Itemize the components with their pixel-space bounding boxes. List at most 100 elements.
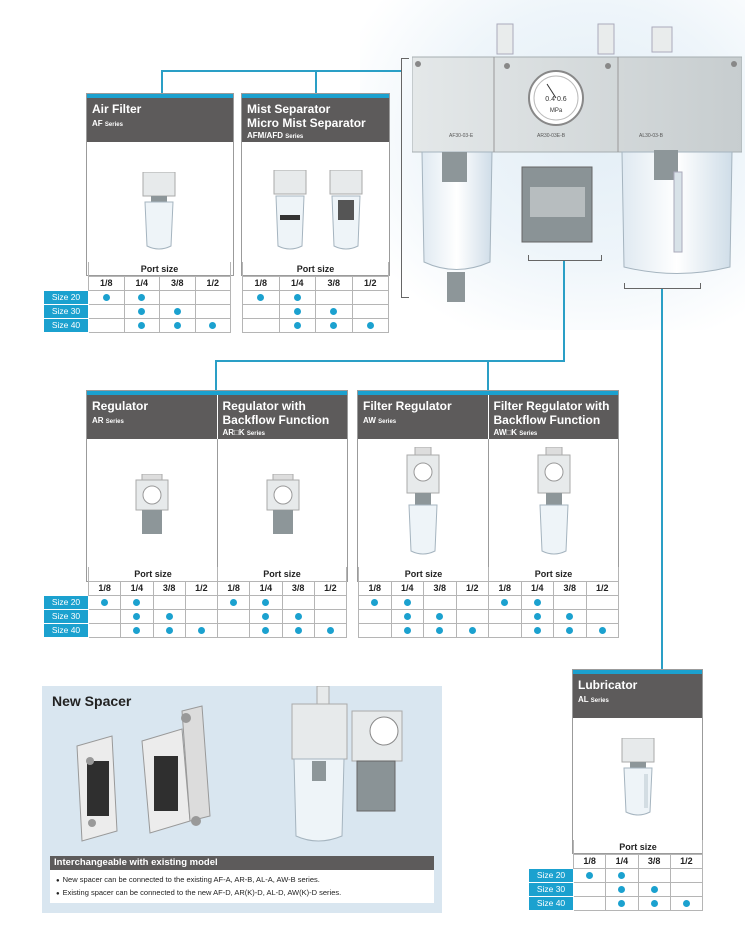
port-cell xyxy=(242,317,280,333)
bracket-line xyxy=(401,58,402,298)
port-cell xyxy=(520,594,554,610)
port-cell xyxy=(637,867,671,883)
port-cell xyxy=(488,594,522,610)
port-cell xyxy=(455,594,489,610)
availability-dot xyxy=(262,613,270,621)
port-header: 3/8 xyxy=(315,275,353,291)
port-cell xyxy=(315,289,353,305)
port-header: 3/8 xyxy=(637,853,671,869)
panel-title: Filter Regulator xyxy=(363,399,452,413)
series-code: AF xyxy=(92,119,103,128)
port-cell xyxy=(585,622,619,638)
panel-title-line1: Regulator with xyxy=(222,399,306,413)
panel-title-line2: Micro Mist Separator xyxy=(247,116,366,130)
port-size-label: Port size xyxy=(573,840,703,855)
svg-text:0.4 0.6: 0.4 0.6 xyxy=(545,96,567,103)
port-cell xyxy=(88,289,125,305)
port-header: 1/8 xyxy=(88,275,125,291)
series-code: AR□K xyxy=(222,428,245,437)
port-cell xyxy=(605,895,639,911)
series-code: AW xyxy=(363,416,376,425)
port-cell xyxy=(184,622,219,638)
air-filter-port-table: Port size 1/8 1/4 3/8 1/2 Size 20 Size 3… xyxy=(43,262,231,333)
connector-line xyxy=(215,360,217,392)
port-cell xyxy=(553,594,587,610)
availability-dot xyxy=(102,294,110,302)
series-word: Series xyxy=(104,122,123,128)
port-header: 1/2 xyxy=(585,580,619,596)
spacer-assembly-image xyxy=(291,686,403,842)
mist-separator-header: Mist Separator Micro Mist Separator AFM/… xyxy=(242,98,389,142)
port-cell xyxy=(572,881,607,897)
port-cell xyxy=(553,608,587,624)
series-word: Series xyxy=(285,134,304,140)
connector-line xyxy=(661,289,663,671)
port-cell xyxy=(88,303,125,319)
table-row xyxy=(358,594,619,610)
port-cell xyxy=(159,317,196,333)
port-header: 3/8 xyxy=(281,580,315,596)
port-cell xyxy=(87,622,122,638)
series-code: AFM/AFD xyxy=(247,131,283,140)
port-cell xyxy=(123,317,160,333)
port-cell xyxy=(669,867,704,883)
port-size-label: Port size xyxy=(488,567,619,582)
availability-dot xyxy=(618,872,626,880)
size-label: Size 40 xyxy=(43,622,89,638)
availability-dot xyxy=(566,627,574,635)
availability-dot xyxy=(173,308,181,316)
port-cell xyxy=(242,289,280,305)
port-header: 3/8 xyxy=(152,580,186,596)
availability-dot xyxy=(326,627,334,635)
availability-dot xyxy=(257,294,265,302)
port-cell xyxy=(120,594,154,610)
port-cell xyxy=(184,608,219,624)
port-header: 1/2 xyxy=(351,275,389,291)
series-word: Series xyxy=(590,698,609,704)
availability-dot xyxy=(533,627,541,635)
port-cell xyxy=(423,594,457,610)
availability-dot xyxy=(682,900,690,908)
port-cell xyxy=(281,622,315,638)
table-row: Size 40 xyxy=(528,895,704,911)
port-cell xyxy=(278,317,316,333)
mist-separator-image xyxy=(242,142,389,275)
bracket-line xyxy=(401,58,409,59)
port-header: 1/4 xyxy=(278,275,316,291)
port-size-label: Port size xyxy=(88,567,218,582)
port-cell xyxy=(152,608,186,624)
availability-dot xyxy=(371,599,379,607)
new-spacer-section: New Spacer Interchangeable with existing… xyxy=(42,686,442,913)
port-cell xyxy=(120,608,154,624)
spacer-title: New Spacer xyxy=(52,693,132,709)
port-header: 1/4 xyxy=(520,580,554,596)
regulator-backflow-header: Regulator with Backflow Function AR□K Se… xyxy=(216,395,348,439)
series-word: Series xyxy=(105,419,124,425)
size-label: Size 40 xyxy=(528,895,574,911)
svg-text:MPa: MPa xyxy=(550,108,563,114)
regulator-header: Regulator AR Series xyxy=(87,395,217,439)
series-word: Series xyxy=(246,431,265,437)
availability-dot xyxy=(165,613,173,621)
port-header: 1/8 xyxy=(216,580,251,596)
regulator-image xyxy=(87,439,217,581)
port-cell xyxy=(315,317,353,333)
port-cell xyxy=(194,289,231,305)
availability-dot xyxy=(533,599,541,607)
spacer-note-item: New spacer can be connected to the exist… xyxy=(56,874,428,887)
port-cell xyxy=(358,608,392,624)
port-cell xyxy=(351,303,389,319)
availability-dot xyxy=(468,627,476,635)
port-cell xyxy=(358,622,392,638)
port-cell xyxy=(313,608,348,624)
availability-dot xyxy=(436,613,444,621)
port-header: 1/8 xyxy=(572,853,607,869)
bracket-line xyxy=(528,260,602,261)
series-word: Series xyxy=(519,431,538,437)
panel-title: Regulator xyxy=(92,399,149,413)
port-cell xyxy=(572,867,607,883)
port-header: 1/8 xyxy=(358,580,392,596)
